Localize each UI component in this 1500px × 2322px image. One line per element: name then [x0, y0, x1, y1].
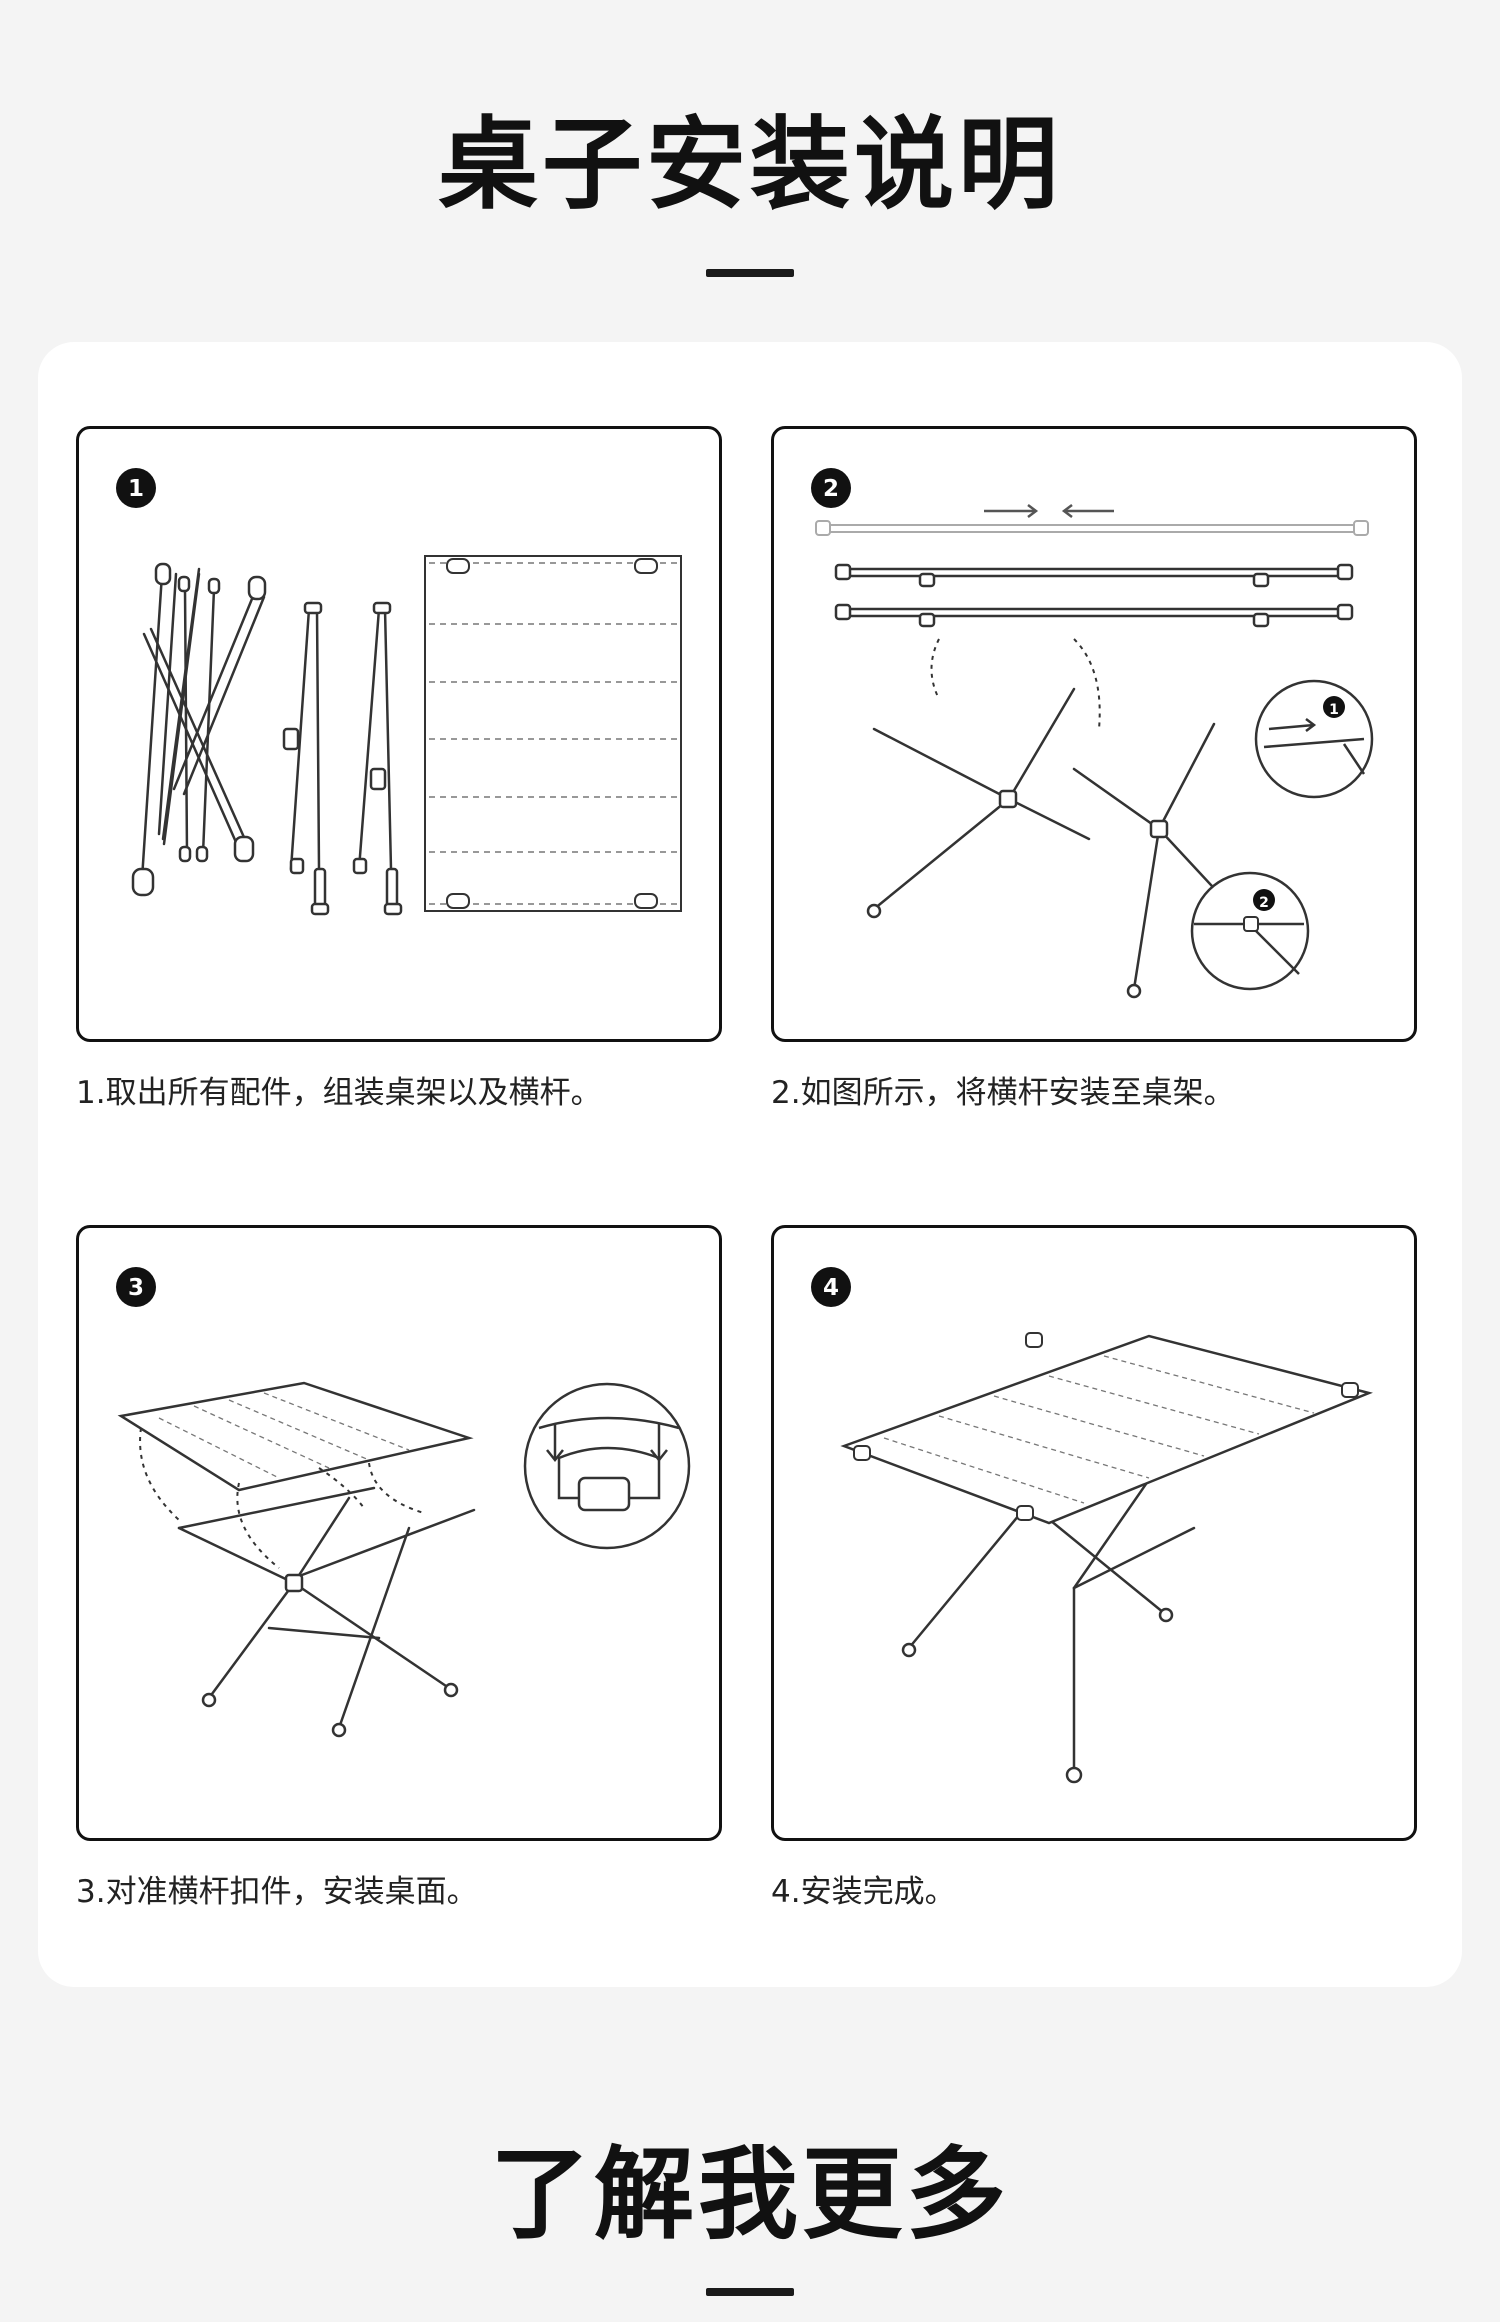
crossbar-icon	[836, 565, 1352, 626]
detail-1-zoom: 1	[1256, 681, 1372, 797]
step-3-illustration: 3	[79, 1228, 722, 1841]
instruction-card: 1	[38, 342, 1462, 1987]
step-2-badge: 2	[811, 468, 851, 508]
step-1-badge-number: 1	[128, 476, 144, 502]
step-3-panel: 3	[76, 1225, 722, 1841]
table-top-sheet-icon	[425, 556, 681, 911]
step-1-panel: 1	[76, 426, 722, 1042]
step-2-caption: 2.如图所示，将横杆安装至桌架。	[771, 1073, 1235, 1113]
tabletop-icon	[121, 1383, 469, 1490]
folded-crossbars-icon	[284, 603, 401, 914]
learn-more-divider	[706, 2288, 794, 2296]
step-1-illustration: 1	[79, 429, 722, 1042]
folded-frame-icon	[133, 564, 265, 895]
tabletop-icon	[844, 1333, 1369, 1523]
step-1-caption: 1.取出所有配件，组装桌架以及横杆。	[76, 1073, 602, 1113]
step-4-badge: 4	[811, 1267, 851, 1307]
attach-arrows-icon	[932, 639, 1100, 729]
step-2-illustration: 2	[774, 429, 1417, 1042]
step-1-badge: 1	[116, 468, 156, 508]
crossbar-unfolding-icon	[816, 521, 1368, 535]
step-3-badge: 3	[116, 1267, 156, 1307]
step-4-badge-number: 4	[823, 1275, 839, 1301]
step-2-panel: 2	[771, 426, 1417, 1042]
step-4-panel: 4	[771, 1225, 1417, 1841]
learn-more-title: 了解我更多	[0, 2130, 1500, 2260]
push-arrows-icon	[984, 505, 1114, 517]
step-4-illustration: 4	[774, 1228, 1417, 1841]
detail-2-zoom: 2	[1192, 873, 1308, 989]
detail-1-badge-number: 1	[1329, 702, 1339, 718]
table-frame-icon	[179, 1488, 474, 1736]
table-frame-icon	[868, 689, 1232, 997]
step-2-badge-number: 2	[823, 476, 839, 502]
step-3-caption: 3.对准横杆扣件，安装桌面。	[76, 1872, 478, 1912]
page-title: 桌子安装说明	[0, 100, 1500, 230]
clip-detail-zoom	[525, 1384, 689, 1548]
title-divider	[706, 269, 794, 277]
detail-2-badge-number: 2	[1259, 895, 1269, 911]
step-3-badge-number: 3	[128, 1275, 144, 1301]
step-4-caption: 4.安装完成。	[771, 1872, 956, 1912]
